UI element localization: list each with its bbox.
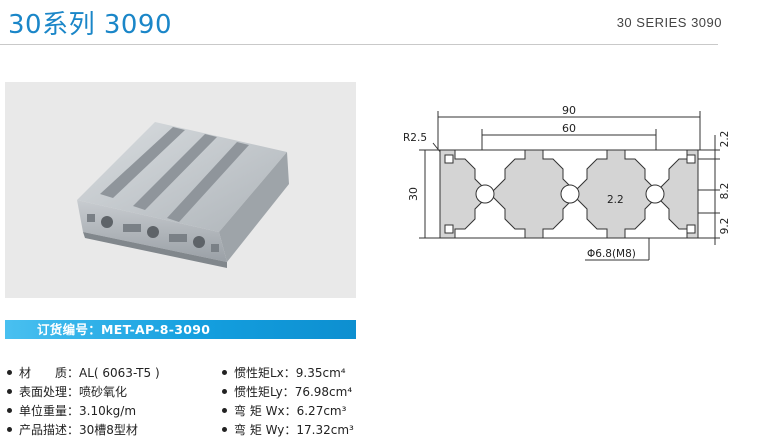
page-title: 30系列 3090 [8,10,173,40]
specs-left: 材 质：AL( 6063-T5 ) 表面处理：喷砂氧化 单位重量：3.10kg/… [7,364,160,440]
spec-moment-x: 弯 矩 Wx：6.27cm³ [222,402,354,421]
dim-60: 60 [562,122,576,135]
dim-right-3: 9.2 [719,218,731,235]
dim-90: 90 [562,104,576,117]
series-label: 30 SERIES 3090 [616,15,722,30]
dim-radius: R2.5 [403,132,427,144]
dim-30: 30 [407,187,420,201]
dim-right-1: 2.2 [719,131,731,148]
order-number-bar: 订货编号：MET-AP-8-3090 [5,320,356,339]
spec-surface: 表面处理：喷砂氧化 [7,383,160,402]
specs-right: 惯性矩Lx：9.35cm⁴ 惯性矩Ly：76.98cm⁴ 弯 矩 Wx：6.27… [222,364,354,440]
dim-hole: Φ6.8(M8) [587,248,636,260]
profile-drawing: 90 60 R2.5 30 2.2 Φ6.8(M8) 2.2 8.2 9.2 [395,95,735,279]
spec-inertia-y: 惯性矩Ly：76.98cm⁴ [222,383,354,402]
spec-material: 材 质：AL( 6063-T5 ) [7,364,160,383]
product-photo [5,82,356,298]
dim-right-2: 8.2 [719,183,731,200]
spec-weight: 单位重量：3.10kg/m [7,402,160,421]
spec-description: 产品描述：30槽8型材 [7,421,160,440]
spec-moment-y: 弯 矩 Wy：17.32cm³ [222,421,354,440]
spec-inertia-x: 惯性矩Lx：9.35cm⁴ [222,364,354,383]
header-divider [0,44,718,45]
dim-2-2-inner: 2.2 [607,194,624,206]
